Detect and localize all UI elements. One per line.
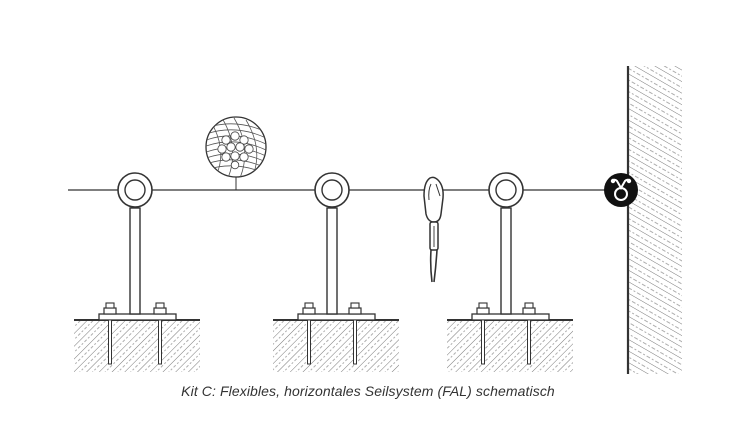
diagram-caption: Kit C: Flexibles, horizontales Seilsyste…	[181, 383, 555, 399]
bolt	[522, 302, 536, 365]
eye-bolt-anchor	[273, 172, 399, 372]
bolt	[476, 302, 490, 365]
bolt	[302, 302, 316, 365]
bolt	[103, 302, 117, 365]
end-terminal-icon	[604, 173, 638, 207]
wall	[626, 66, 682, 374]
eye-bolt-anchor	[447, 172, 573, 372]
carabiner-with-lanyard	[423, 176, 444, 283]
bolt	[153, 302, 167, 365]
wire-rope-cross-section	[205, 116, 267, 190]
bolt	[348, 302, 362, 365]
eye-bolt-anchor	[74, 172, 200, 372]
